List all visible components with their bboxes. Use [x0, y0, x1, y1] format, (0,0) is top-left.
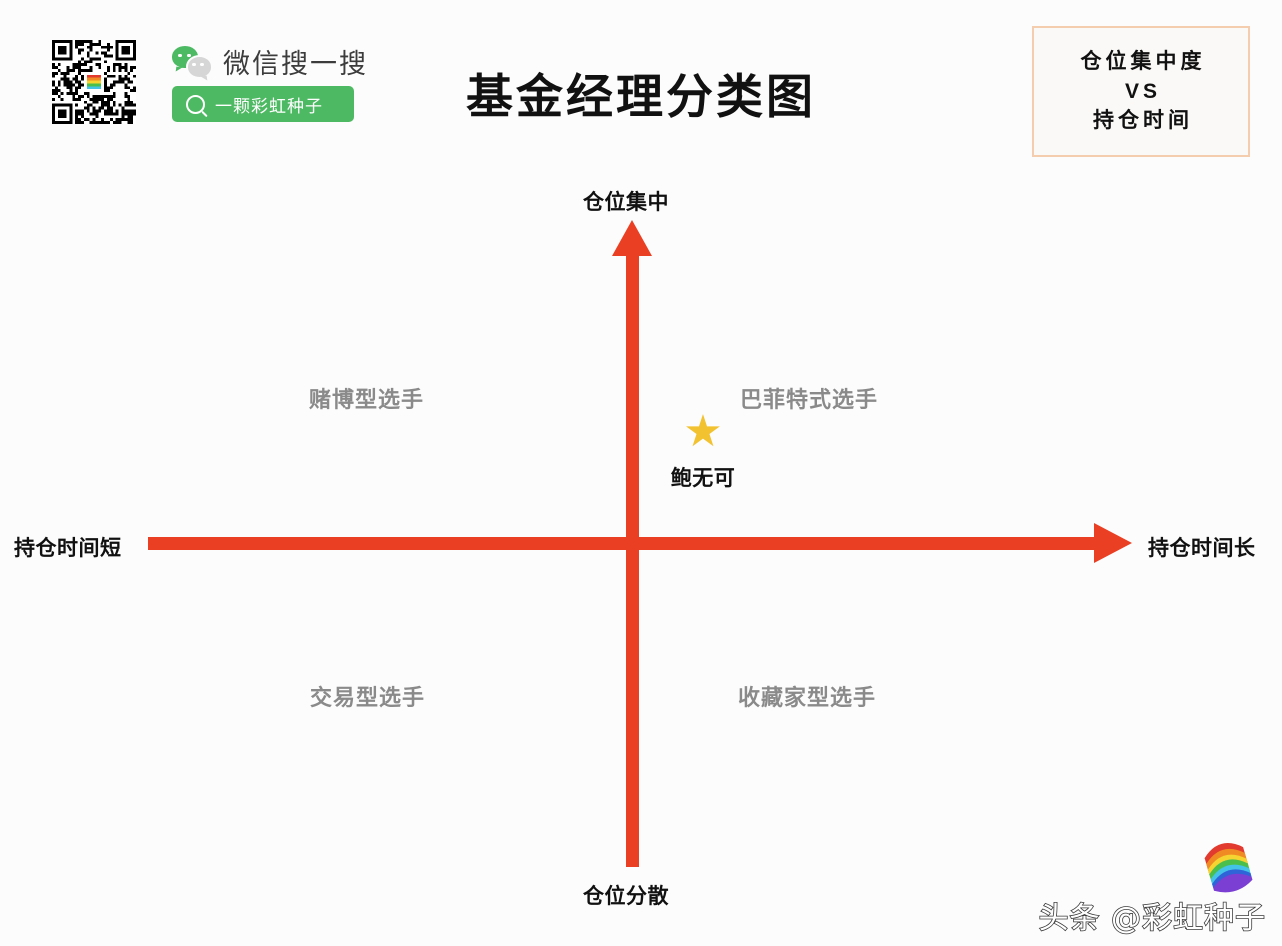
quadrant-label-top-right: 巴菲特式选手: [740, 388, 879, 413]
page-title: 基金经理分类图: [466, 70, 816, 125]
wechat-promo-block: 微信搜一搜 一颗彩虹种子: [52, 38, 372, 138]
qr-code: [52, 40, 136, 124]
watermark-text: 头条 @彩虹种子: [1038, 900, 1266, 936]
search-account-label: 一颗彩虹种子: [215, 96, 323, 116]
data-point-group: ★ 鲍无可: [660, 407, 746, 492]
caption-box: 仓位集中度 VS 持仓时间: [1032, 26, 1250, 157]
y-axis-arrow-icon: [612, 220, 652, 256]
quadrant-label-bottom-right: 收藏家型选手: [738, 686, 877, 711]
x-axis-arrow-icon: [1094, 523, 1132, 563]
y-axis-top-label: 仓位集中: [583, 190, 669, 214]
star-marker-icon: ★: [683, 407, 723, 456]
watermark: 头条 @彩虹种子: [1038, 900, 1266, 937]
data-point-label: 鲍无可: [670, 466, 736, 490]
x-axis-left-label: 持仓时间短: [14, 536, 122, 560]
quadrant-label-bottom-left: 交易型选手: [310, 686, 426, 711]
x-axis-line: [148, 537, 1110, 550]
wechat-search-title: 微信搜一搜: [223, 49, 368, 79]
y-axis-line: [626, 252, 639, 867]
wechat-search-pill[interactable]: 一颗彩虹种子: [172, 86, 354, 122]
caption-line-2: VS: [1124, 79, 1161, 103]
rainbow-seed-logo: [1204, 843, 1253, 893]
quadrant-label-top-left: 赌博型选手: [309, 388, 425, 413]
x-axis-right-label: 持仓时间长: [1148, 536, 1256, 560]
caption-line-1: 仓位集中度: [1080, 49, 1206, 73]
wechat-logo-icon: [172, 45, 213, 79]
wechat-brand-row: 微信搜一搜: [172, 42, 368, 81]
y-axis-bottom-label: 仓位分散: [583, 884, 669, 908]
search-icon: [186, 94, 205, 114]
caption-line-3: 持仓时间: [1093, 109, 1193, 133]
